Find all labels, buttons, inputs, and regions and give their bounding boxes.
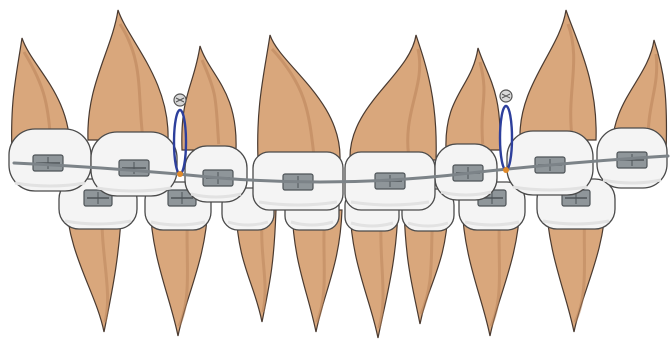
upper-root — [258, 35, 340, 160]
ligature-tie — [177, 171, 183, 177]
upper-root — [520, 10, 596, 140]
ligature-tie — [503, 167, 509, 173]
upper-root — [446, 48, 500, 150]
upper-root — [350, 35, 436, 160]
elastic-chain-icon — [500, 106, 512, 170]
upper-root — [182, 46, 236, 150]
upper-root — [88, 10, 168, 140]
